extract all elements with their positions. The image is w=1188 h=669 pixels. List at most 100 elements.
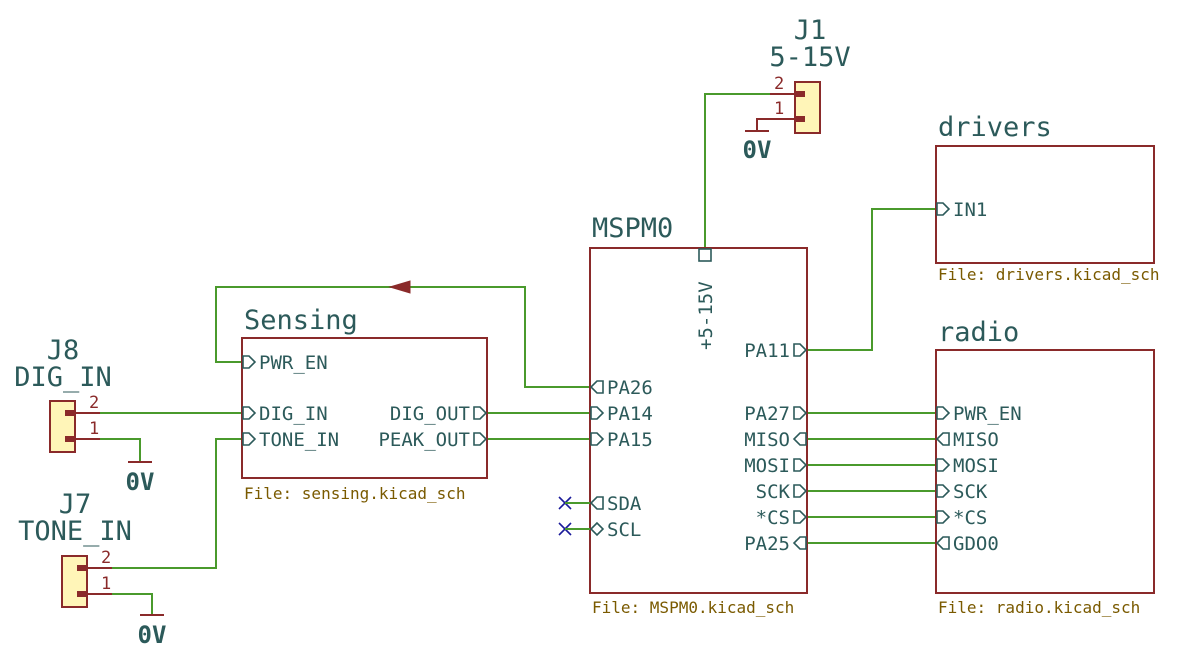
sensing-port-pwr-en-icon [242, 355, 257, 369]
mspm0-port-miso-icon [792, 432, 807, 446]
j8-ref: J8 [47, 335, 80, 366]
sensing-title: Sensing [244, 305, 358, 336]
j7-pin1-num: 1 [101, 574, 111, 594]
connector-j7[interactable]: J7 TONE_IN 2 1 0V [18, 489, 166, 649]
mspm0-pin-pa27: PA27 [744, 403, 790, 425]
j7-pin2-num: 2 [101, 548, 111, 568]
wire-j7-tone-in [100, 438, 242, 569]
sensing-port-tone-in-icon [242, 432, 257, 446]
radio-pin-sck: SCK [953, 481, 988, 503]
mspm0-pin-sda: SDA [607, 493, 642, 515]
radio-pin-miso: MISO [953, 429, 999, 451]
j1-pin1-num: 1 [774, 99, 784, 119]
drivers-pin-in1: IN1 [953, 199, 987, 221]
radio-box [935, 349, 1155, 594]
connector-j8[interactable]: J8 DIG_IN 2 1 0V [14, 335, 154, 496]
j7-value: TONE_IN [18, 516, 132, 547]
j8-value: DIG_IN [14, 362, 112, 393]
j1-gnd-lead [756, 118, 770, 131]
sensing-port-dig-in-icon [242, 406, 257, 420]
mspm0-port-pa14-icon [590, 406, 605, 420]
mspm0-port-mosi-icon [793, 458, 808, 472]
wires [75, 93, 936, 615]
radio-port-miso-icon [935, 432, 950, 446]
mspm0-port-pa26-icon [589, 380, 604, 394]
radio-port-mosi-icon [936, 458, 951, 472]
sensing-port-dig-out-icon [473, 406, 488, 420]
j7-gnd-label: 0V [138, 621, 167, 649]
sensing-pin-dig-out: DIG_OUT [390, 403, 470, 425]
j1-gnd-label: 0V [743, 136, 772, 164]
sensing-file: File: sensing.kicad_sch [244, 484, 466, 503]
mspm0-pin-miso: MISO [744, 429, 790, 451]
radio-pin-pwr-en: PWR_EN [953, 403, 1022, 425]
mspm0-port-sck-icon [793, 484, 808, 498]
radio-port-pwr-en-icon [936, 406, 951, 420]
j1-ref: J1 [794, 15, 827, 46]
radio-pin-cs: *CS [953, 507, 987, 529]
mspm0-port-pa27-icon [793, 406, 808, 420]
wire-j1-power [704, 93, 795, 250]
j7-pin2-contact [77, 565, 87, 571]
j1-pin1-contact [795, 116, 805, 122]
wire-pa26-pwr-en [215, 286, 590, 388]
radio-pin-mosi: MOSI [953, 455, 999, 477]
drivers-title: drivers [938, 112, 1052, 143]
mspm0-pin-mosi: MOSI [744, 455, 790, 477]
wire-pa11-in1 [807, 208, 936, 351]
mspm0-pin-cs: *CS [756, 507, 790, 529]
radio-file: File: radio.kicad_sch [938, 598, 1140, 617]
radio-port-gdo0-icon [935, 536, 950, 550]
radio-title: radio [938, 317, 1019, 348]
mspm0-pin-scl: SCL [607, 519, 641, 541]
sensing-pin-peak-out: PEAK_OUT [378, 429, 470, 451]
mspm0-pin-pa26: PA26 [607, 377, 653, 399]
mspm0-title: MSPM0 [592, 213, 673, 244]
mspm0-pin-pa11: PA11 [744, 340, 790, 362]
mspm0-port-cs-icon [793, 510, 808, 524]
radio-pin-gdo0: GDO0 [953, 533, 999, 555]
mspm0-pin-pa15: PA15 [607, 429, 653, 451]
mspm0-box [589, 247, 808, 594]
mspm0-port-pa25-icon [792, 536, 807, 550]
drivers-box [935, 145, 1155, 264]
j1-body [794, 81, 821, 134]
sensing-port-peak-out-icon [473, 432, 488, 446]
drivers-port-in1-icon [936, 202, 951, 216]
drivers-file: File: drivers.kicad_sch [938, 265, 1160, 284]
mspm0-pin-pa25: PA25 [744, 533, 790, 555]
radio-port-sck-icon [936, 484, 951, 498]
mspm0-port-pa15-icon [590, 432, 605, 446]
j8-pin2-contact [65, 410, 75, 416]
mspm0-file: File: MSPM0.kicad_sch [592, 598, 794, 617]
radio-port-cs-icon [936, 510, 951, 524]
mspm0-pin-power: +5-15V [695, 281, 717, 350]
sensing-pin-dig-in: DIG_IN [259, 403, 328, 425]
sensing-pin-pwr-en: PWR_EN [259, 352, 328, 374]
wire-j7-gnd [100, 593, 153, 615]
j8-gnd-label: 0V [126, 468, 155, 496]
sheet-mspm0[interactable]: MSPM0 File: MSPM0.kicad_sch +5-15V PA26 … [589, 213, 808, 617]
mspm0-port-pa11-icon [793, 343, 808, 357]
connector-j1[interactable]: J1 5-15V 2 1 0V [743, 15, 851, 164]
j7-ref: J7 [59, 489, 92, 520]
sensing-box [241, 337, 488, 479]
mspm0-port-power-icon [698, 248, 712, 262]
sheet-radio[interactable]: radio File: radio.kicad_sch PWR_EN MISO … [935, 317, 1155, 617]
mspm0-port-sda-icon [589, 496, 604, 510]
mspm0-pin-sck: SCK [756, 481, 791, 503]
j1-pin2-contact [795, 91, 805, 97]
sheet-drivers[interactable]: drivers File: drivers.kicad_sch IN1 [935, 112, 1160, 284]
j1-pin2-num: 2 [774, 74, 784, 94]
j8-pin1-num: 1 [89, 419, 99, 439]
wire-j8-gnd [75, 438, 141, 462]
mspm0-pin-pa14: PA14 [607, 403, 653, 425]
sheet-sensing[interactable]: Sensing File: sensing.kicad_sch PWR_EN D… [241, 305, 488, 503]
sensing-pin-tone-in: TONE_IN [259, 429, 339, 451]
j7-pin1-contact [77, 591, 87, 597]
j8-pin2-num: 2 [89, 393, 99, 413]
mspm0-port-scl-icon [589, 521, 605, 537]
direction-arrow-icon [388, 280, 411, 294]
j8-pin1-contact [65, 436, 75, 442]
